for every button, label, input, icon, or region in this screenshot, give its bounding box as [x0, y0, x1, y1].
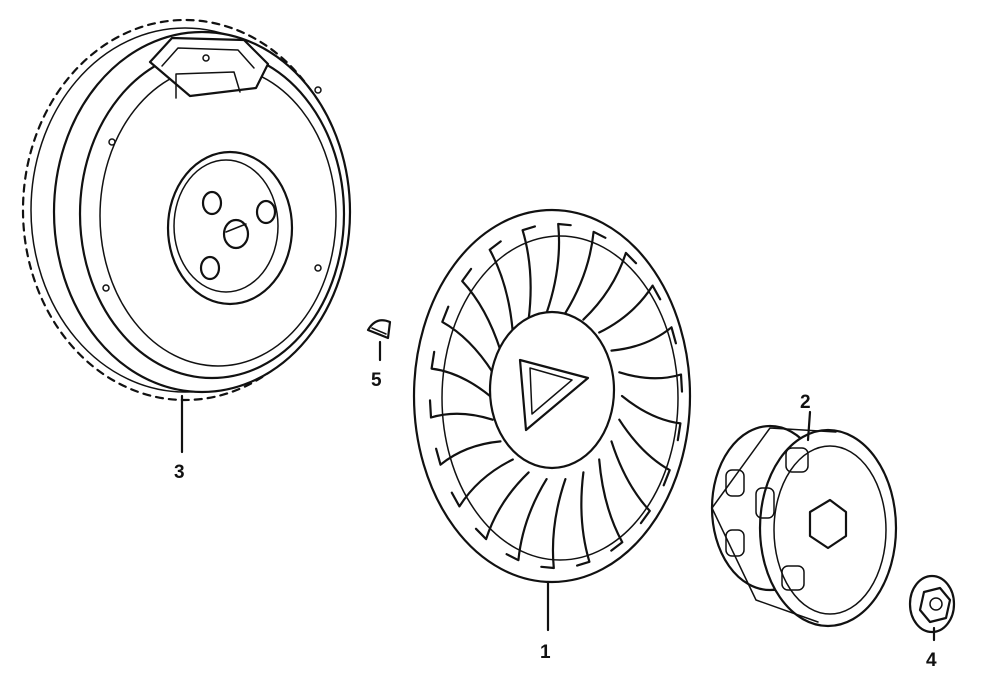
fan-blade — [428, 399, 494, 421]
fan-blade — [564, 230, 607, 314]
flywheel-hub — [166, 150, 294, 306]
cooling-fan — [412, 208, 692, 584]
callout-3: 3 — [174, 462, 185, 483]
fan-blade — [598, 284, 662, 334]
callout-5: 5 — [371, 370, 382, 391]
fan-blade — [488, 240, 514, 334]
fan-blade — [598, 458, 624, 552]
fan-blade — [450, 458, 514, 508]
fan-blade — [610, 440, 651, 525]
callout-4: 4 — [926, 650, 937, 671]
flywheel-magnet — [148, 36, 270, 99]
fan-blade — [618, 418, 671, 487]
fan-triangular-hub — [518, 358, 590, 432]
fan-blade — [620, 394, 682, 442]
fan-blade — [441, 305, 494, 374]
flywheel — [21, 18, 352, 402]
fan-blade — [540, 478, 567, 570]
fan-blade — [461, 267, 502, 352]
pulley-leader-line — [806, 410, 812, 442]
starter-pulley — [710, 424, 898, 628]
fan-blade — [545, 222, 572, 314]
fan-blades — [428, 222, 684, 570]
pulley-hex-center — [808, 498, 848, 550]
fan-blade — [618, 371, 684, 393]
fan-blade — [576, 471, 591, 567]
callout-2: 2 — [800, 392, 811, 413]
callout-1: 1 — [540, 642, 551, 663]
fan-blade — [610, 326, 677, 352]
fan-blade — [430, 350, 492, 398]
fan-blade — [474, 471, 530, 541]
fan-blade — [435, 440, 502, 466]
fan-blade — [521, 225, 536, 321]
flange-nut — [908, 574, 956, 634]
fan-blade — [505, 478, 548, 562]
fan-blade — [582, 251, 638, 321]
woodruff-key — [366, 319, 392, 340]
